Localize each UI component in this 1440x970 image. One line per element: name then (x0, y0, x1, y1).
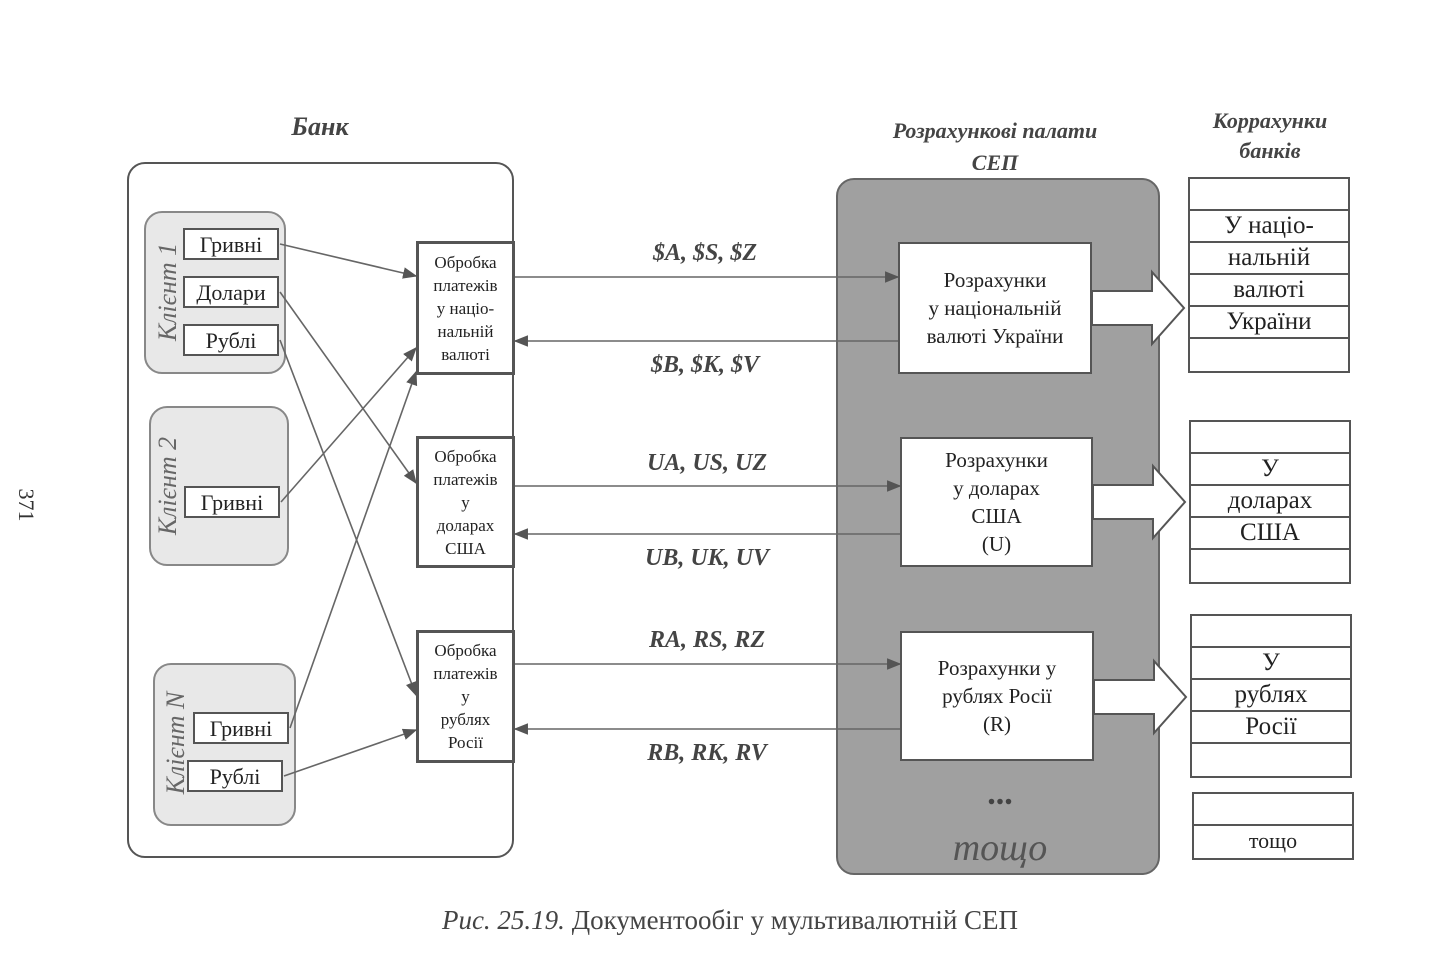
calc-rub: Розрахунки у рублях Росії (R) (900, 631, 1094, 761)
client-1-rub: Рублі (183, 324, 279, 356)
processing-uah-line: платежів (433, 275, 498, 295)
flow-usd-in: UB, UK, UV (644, 545, 770, 571)
client-n-box (153, 663, 296, 826)
figure-caption: Рис. 25.19. Документообіг у мультивалютн… (300, 905, 1160, 936)
processing-rub-line: Росії (448, 733, 483, 752)
processing-rub-line: у (461, 687, 470, 706)
calc-usd-line: Розрахунки (945, 448, 1048, 472)
corr-group-etc: тощо (1192, 792, 1354, 860)
calc-rub-line: (R) (983, 712, 1011, 736)
link-c1-usd (279, 291, 417, 485)
corr-row: доларах (1191, 486, 1349, 518)
flow-uah-in: $B, $K, $V (650, 352, 760, 378)
clearing-ellipsis: ... (987, 775, 1013, 812)
clearing-title: Розрахункові палати СЕП (855, 115, 1135, 179)
link-cn-uah (289, 370, 418, 729)
processing-rub-line: Обробка (434, 641, 497, 660)
calc-uah-line: у національній (928, 296, 1062, 320)
client-n-rub: Рублі (187, 760, 283, 792)
calc-usd: Розрахунки у доларах США (U) (900, 437, 1093, 567)
client-1-uah: Гривні (183, 228, 279, 260)
calc-uah-line: Розрахунки (943, 268, 1047, 292)
corr-row: У (1192, 648, 1350, 680)
processing-uah: Обробка платежів у націо- нальній валюті (416, 241, 515, 375)
link-c1-rub (279, 339, 417, 697)
processing-usd-line: США (445, 538, 486, 558)
corr-row: У націо- (1190, 211, 1348, 243)
clearing-title-line2: СЕП (971, 150, 1019, 175)
corr-row: валюті (1190, 275, 1348, 307)
corr-row: США (1191, 518, 1349, 550)
processing-usd-line: у (461, 492, 470, 512)
flow-rub-out: RA, RS, RZ (648, 627, 766, 653)
corr-title-line2: банків (1239, 138, 1301, 163)
processing-usd-line: платежів (433, 469, 498, 489)
block-arrow-uah (1091, 269, 1186, 347)
processing-uah-line: нальній (437, 321, 494, 341)
clearing-title-line1: Розрахункові палати (892, 118, 1098, 143)
client-n-uah: Гривні (193, 712, 289, 744)
link-c1-uah (279, 243, 418, 279)
corr-row: тощо (1248, 828, 1298, 853)
flow-uah-out: $A, $S, $Z (652, 240, 757, 266)
processing-rub-line: платежів (433, 664, 498, 683)
corr-row (1190, 179, 1348, 211)
block-arrow-usd (1092, 463, 1187, 541)
processing-uah-line: валюті (441, 344, 490, 364)
processing-uah-line: Обробка (434, 252, 497, 272)
corr-row (1194, 794, 1352, 826)
calc-usd-line: (U) (981, 532, 1012, 556)
corr-row: України (1190, 307, 1348, 339)
caption-text: Документообіг у мультивалютній СЕП (564, 905, 1019, 935)
client-1-usd: Долари (183, 276, 279, 308)
link-cn-rub (283, 728, 418, 777)
calc-uah-line: валюті України (926, 324, 1064, 348)
processing-usd-line: Обробка (434, 446, 497, 466)
processing-uah-line: у націо- (436, 298, 495, 318)
processing-rub: Обробка платежів у рублях Росії (416, 630, 515, 763)
calc-usd-line: США (971, 504, 1022, 528)
corr-row: рублях (1192, 680, 1350, 712)
corr-title-line1: Коррахунки (1212, 108, 1328, 133)
processing-usd: Обробка платежів у доларах США (416, 436, 515, 568)
processing-usd-line: доларах (436, 515, 495, 535)
corr-row: нальній (1190, 243, 1348, 275)
processing-rub-line: рублях (440, 710, 491, 729)
corr-row: У (1191, 454, 1349, 486)
calc-rub-line: рублях Росії (942, 684, 1052, 708)
link-c2-uah (280, 346, 417, 503)
flow-rub-in: RB, RK, RV (647, 740, 767, 766)
caption-prefix: Рис. 25.19. (441, 905, 565, 935)
corr-group-usd: У доларах США (1189, 420, 1351, 584)
calc-rub-line: Розрахунки у (937, 656, 1057, 680)
corr-row (1191, 422, 1349, 454)
corr-group-uah: У націо- нальній валюті України (1188, 177, 1350, 373)
calc-uah: Розрахунки у національній валюті України (898, 242, 1092, 374)
flow-usd-out: UA, US, UZ (646, 450, 767, 476)
corr-group-rub: У рублях Росії (1190, 614, 1352, 778)
calc-usd-line: у доларах (953, 476, 1040, 500)
block-arrow-rub (1093, 658, 1188, 736)
bank-title: Банк (291, 112, 349, 141)
corr-accounts-title: Коррахунки банків (1180, 106, 1360, 166)
corr-row (1192, 616, 1350, 648)
clearing-etc: тощо (952, 827, 1048, 869)
client-2-uah: Гривні (184, 486, 280, 518)
corr-row: Росії (1192, 712, 1350, 744)
